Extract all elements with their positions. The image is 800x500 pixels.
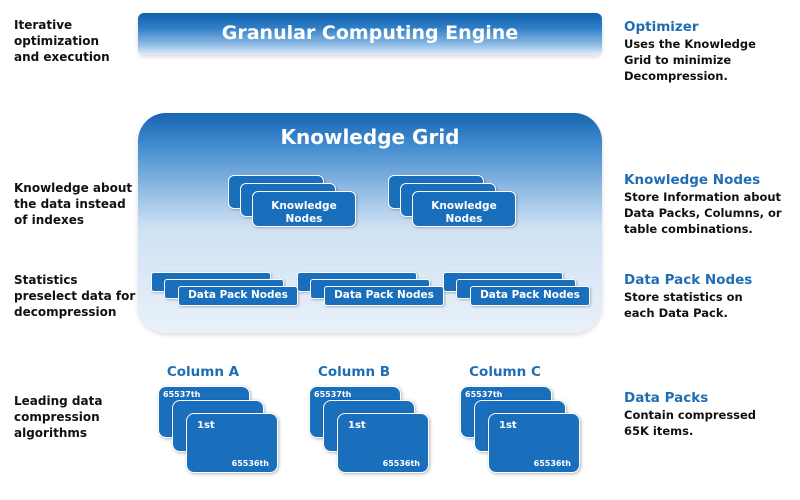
compression-note: Leading data compression algorithms (14, 394, 103, 440)
knowledge-nodes-note: Knowledge Nodes Store Information about … (624, 172, 794, 237)
optimizer-title: Optimizer (624, 19, 699, 35)
knowledge-nodes-title: Knowledge Nodes (624, 172, 761, 188)
data-pack-node-label: Data Pack Nodes (334, 289, 434, 301)
data-packs-note: Data Packs Contain compressed 65K items. (624, 390, 794, 439)
pack-top-label: 65537th (314, 390, 352, 399)
knowledge-note: Knowledge about the data instead of inde… (14, 181, 133, 227)
knowledge-node-card: Knowledge Nodes (412, 191, 516, 227)
optimizer-desc: Uses the Knowledge Grid to minimize Deco… (624, 37, 756, 83)
pack-last-label: 65536th (231, 459, 269, 468)
knowledge-grid-panel: Knowledge Grid Knowledge Nodes Knowledge… (138, 113, 602, 333)
column-c-title: Column C (469, 364, 541, 380)
column-a-title: Column A (166, 364, 240, 380)
engine-note: Iterative optimization and execution (14, 18, 110, 64)
engine-title: Granular Computing Engine (221, 22, 519, 44)
knowledge-node-label: Knowledge Nodes (431, 200, 497, 225)
data-packs-title: Data Packs (624, 390, 709, 406)
statistics-note: Statistics preselect data for decompress… (14, 273, 136, 319)
knowledge-node-card: Knowledge Nodes (252, 191, 356, 227)
knowledge-grid-title: Knowledge Grid (280, 125, 460, 149)
granular-computing-engine-bar: Granular Computing Engine (138, 13, 602, 55)
pack-top-label: 65537th (465, 390, 503, 399)
pack-last-label: 65536th (533, 459, 571, 468)
data-pack-nodes-note: Data Pack Nodes Store statistics on each… (624, 272, 794, 321)
data-packs-desc: Contain compressed 65K items. (624, 408, 757, 438)
pack-first-label: 1st (348, 420, 366, 431)
pack-first-label: 1st (197, 420, 215, 431)
knowledge-node-label: Knowledge Nodes (271, 200, 337, 225)
knowledge-nodes-desc: Store Information about Data Packs, Colu… (624, 190, 782, 236)
pack-last-label: 65536th (382, 459, 420, 468)
data-pack-node-label: Data Pack Nodes (188, 289, 288, 301)
data-pack-card: 1st 65536th (488, 413, 580, 473)
column-b-title: Column B (317, 364, 391, 380)
pack-top-label: 65537th (163, 390, 201, 399)
data-pack-nodes-title: Data Pack Nodes (624, 272, 753, 288)
data-pack-node-card: Data Pack Nodes (178, 286, 298, 306)
data-pack-card: 1st 65536th (186, 413, 278, 473)
data-pack-nodes-desc: Store statistics on each Data Pack. (624, 290, 743, 320)
optimizer-note: Optimizer Uses the Knowledge Grid to min… (624, 19, 794, 84)
pack-first-label: 1st (499, 420, 517, 431)
data-pack-node-card: Data Pack Nodes (324, 286, 444, 306)
data-pack-card: 1st 65536th (337, 413, 429, 473)
data-pack-node-card: Data Pack Nodes (470, 286, 590, 306)
data-pack-node-label: Data Pack Nodes (480, 289, 580, 301)
